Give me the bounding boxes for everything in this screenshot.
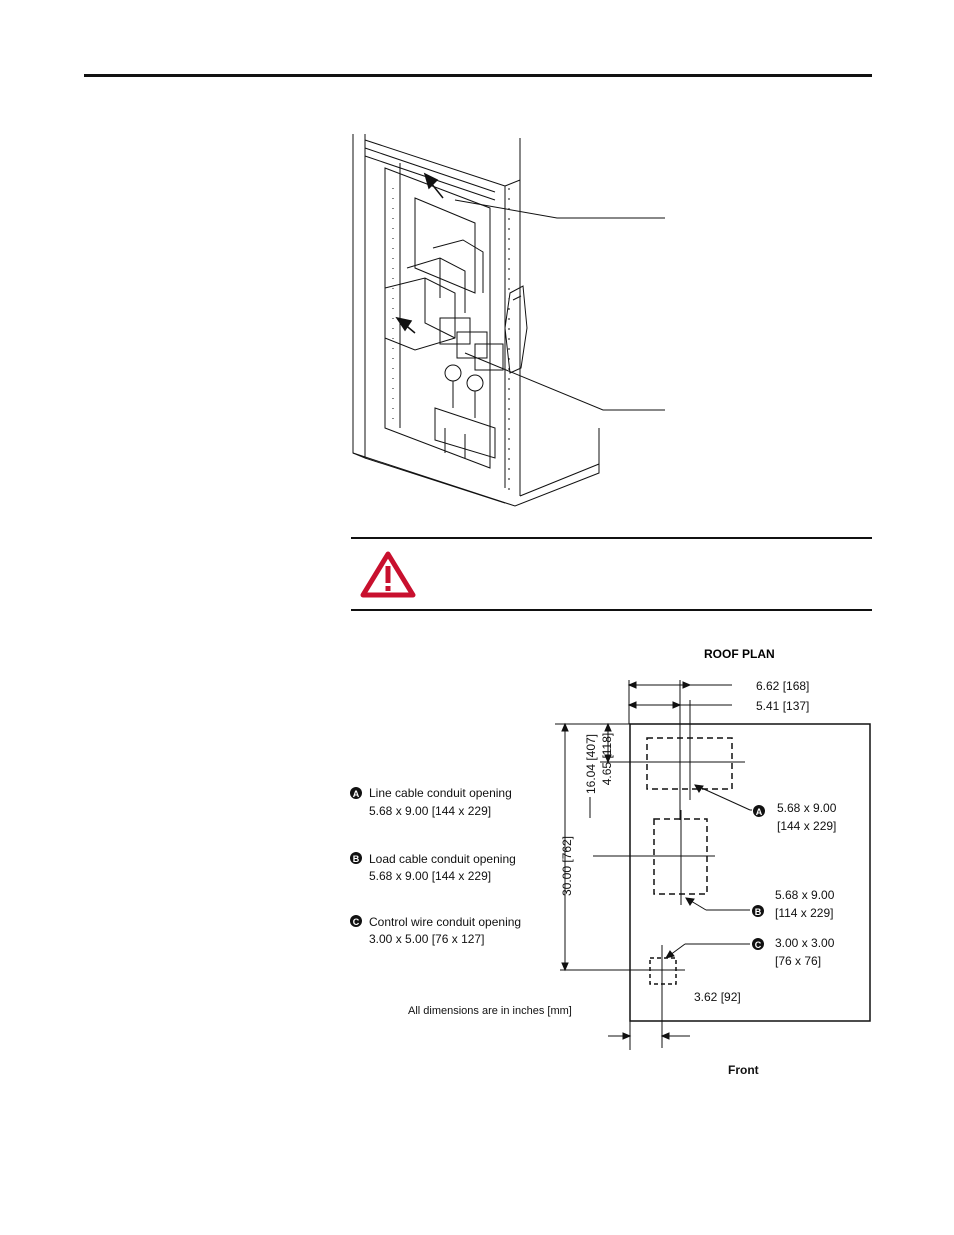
dim-top-inner-label: 5.41 [137]: [756, 699, 809, 713]
callout-a-line2: [144 x 229]: [777, 819, 836, 833]
dim-vertical-total-label: 30.00 [762]: [560, 836, 574, 896]
dim-vertical-small-label: 4.65 [118]: [600, 733, 614, 786]
roof-plan-figure: ROOF PLAN: [340, 640, 880, 1085]
callout-a-badge-letter: A: [756, 807, 763, 817]
callout-c-badge-letter: C: [755, 940, 762, 950]
legend-b-line2: 5.68 x 9.00 [144 x 229]: [369, 869, 491, 883]
opening-c-outline: [649, 957, 677, 985]
legend-a-line1: Line cable conduit opening: [369, 786, 512, 800]
callout-c-line2: [76 x 76]: [775, 954, 821, 968]
legend-a-badge: [350, 787, 362, 799]
legend-c-badge: [350, 915, 362, 927]
callout-a-badge: [753, 805, 765, 817]
roof-outline: [629, 723, 871, 1022]
warning-triangle-icon: [360, 551, 416, 598]
roof-plan-title: ROOF PLAN: [704, 647, 775, 661]
legend-c-line1: Control wire conduit opening: [369, 915, 521, 929]
callout-b-line2: [114 x 229]: [775, 906, 834, 920]
dim-bottom-label: 3.62 [92]: [694, 990, 741, 1004]
legend-c-line2: 3.00 x 5.00 [76 x 127]: [369, 932, 484, 946]
dimensions-footnote: All dimensions are in inches [mm]: [408, 1005, 572, 1017]
legend-b-badge-letter: B: [353, 854, 360, 864]
legend-b-badge: [350, 852, 362, 864]
header-rule: [84, 74, 872, 77]
legend-a-line2: 5.68 x 9.00 [144 x 229]: [369, 804, 491, 818]
cabinet-illustration: [352, 134, 665, 507]
legend-a-badge-letter: A: [353, 789, 360, 799]
warning-block: [351, 537, 872, 611]
callout-b-badge: [752, 905, 764, 917]
callout-a-line1: 5.68 x 9.00: [777, 801, 837, 815]
front-label: Front: [728, 1063, 759, 1077]
legend-b-line1: Load cable conduit opening: [369, 852, 516, 866]
callout-c-badge: [752, 938, 764, 950]
callout-c-line1: 3.00 x 3.00: [775, 936, 835, 950]
callout-b-line1: 5.68 x 9.00: [775, 888, 835, 902]
callout-b-badge-letter: B: [755, 907, 762, 917]
dim-vertical-mid-label: 16.04 [407]: [584, 734, 598, 794]
dim-top-outer-label: 6.62 [168]: [756, 679, 809, 693]
legend-c-badge-letter: C: [353, 917, 360, 927]
